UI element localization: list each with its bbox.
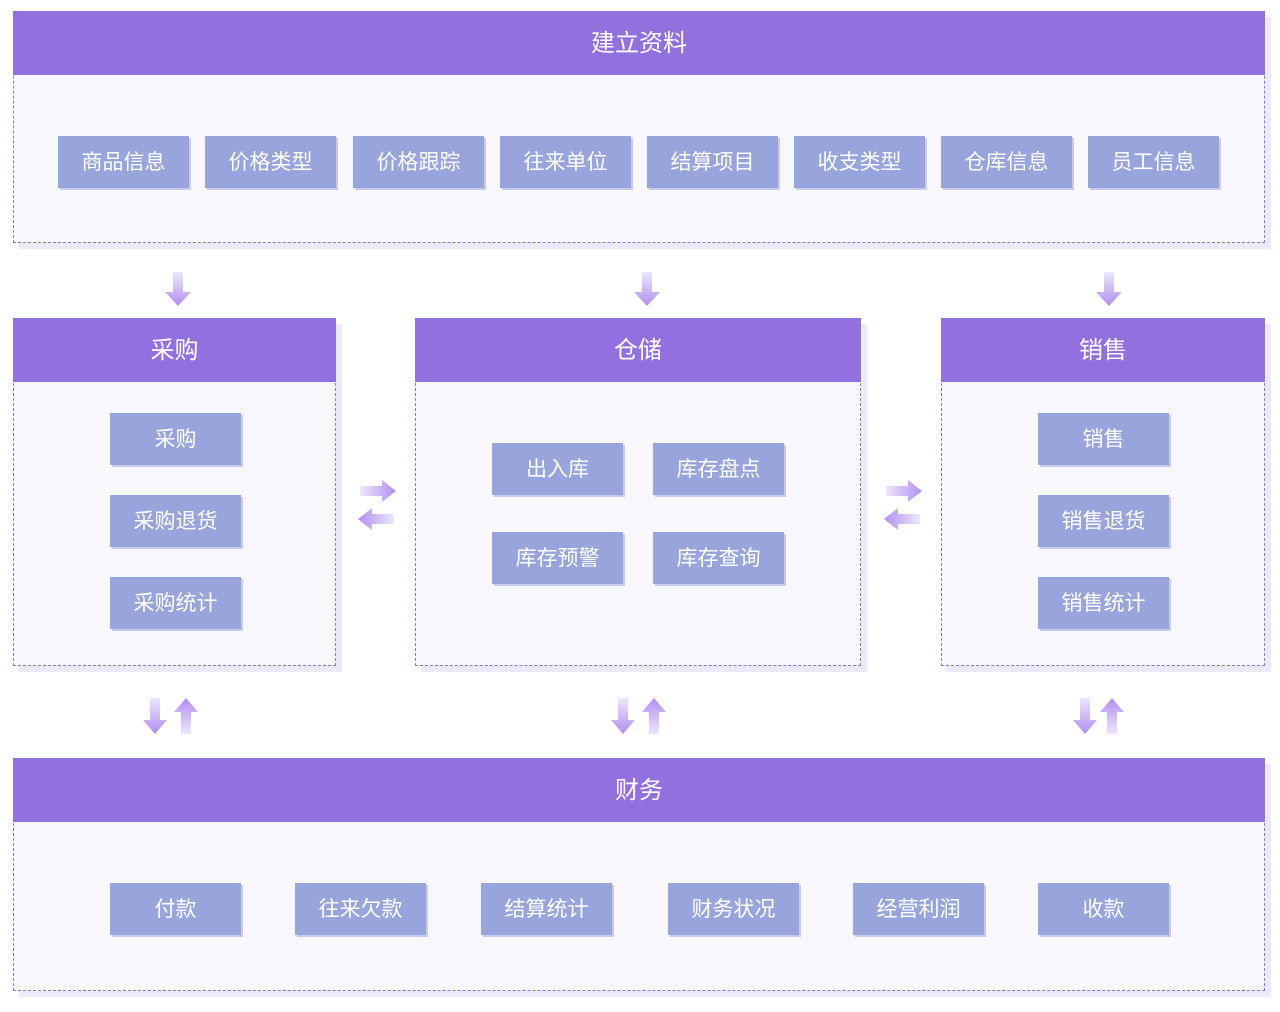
finance-panel: 财务 付款 往来欠款 结算统计 财务状况 经营利润 收款 — [13, 758, 1265, 991]
purchase-item-purchase-stats[interactable]: 采购统计 — [110, 577, 241, 629]
setup-panel: 建立资料 商品信息 价格类型 价格跟踪 往来单位 结算项目 收支类型 仓库信息 … — [13, 11, 1265, 243]
arrow-down-icon — [611, 698, 635, 734]
arrow-down-icon — [1096, 272, 1122, 306]
purchase-item-purchase[interactable]: 采购 — [110, 413, 241, 465]
arrow-down-icon — [143, 698, 167, 734]
sales-panel-title: 销售 — [941, 318, 1265, 382]
sales-item-sales-return[interactable]: 销售退货 — [1038, 495, 1169, 547]
arrow-down-icon — [165, 272, 191, 306]
arrow-up-icon — [642, 698, 666, 734]
setup-item-employee-info[interactable]: 员工信息 — [1088, 136, 1219, 188]
finance-item-receipt[interactable]: 收款 — [1038, 883, 1169, 935]
setup-item-contacts[interactable]: 往来单位 — [500, 136, 631, 188]
finance-item-operating-profit[interactable]: 经营利润 — [853, 883, 984, 935]
arrow-left-icon — [358, 508, 394, 530]
arrow-up-icon — [1100, 698, 1124, 734]
sales-item-sales[interactable]: 销售 — [1038, 413, 1169, 465]
arrow-right-icon — [360, 480, 396, 502]
arrow-up-icon — [174, 698, 198, 734]
storage-item-stocktaking[interactable]: 库存盘点 — [653, 443, 784, 495]
finance-item-payment[interactable]: 付款 — [110, 883, 241, 935]
arrow-right-icon — [886, 480, 922, 502]
setup-item-price-tracking[interactable]: 价格跟踪 — [353, 136, 484, 188]
purchase-item-purchase-return[interactable]: 采购退货 — [110, 495, 241, 547]
setup-item-income-expense-type[interactable]: 收支类型 — [794, 136, 925, 188]
finance-panel-title: 财务 — [13, 758, 1265, 822]
setup-item-settlement-item[interactable]: 结算项目 — [647, 136, 778, 188]
sales-item-sales-stats[interactable]: 销售统计 — [1038, 577, 1169, 629]
storage-panel: 仓储 出入库 库存盘点 库存预警 库存查询 — [415, 318, 861, 666]
setup-item-product-info[interactable]: 商品信息 — [58, 136, 189, 188]
storage-item-stock-alert[interactable]: 库存预警 — [492, 532, 623, 584]
setup-item-price-type[interactable]: 价格类型 — [205, 136, 336, 188]
storage-item-in-out[interactable]: 出入库 — [492, 443, 623, 495]
setup-item-warehouse-info[interactable]: 仓库信息 — [941, 136, 1072, 188]
storage-item-stock-query[interactable]: 库存查询 — [653, 532, 784, 584]
sales-panel: 销售 销售 销售退货 销售统计 — [941, 318, 1265, 666]
arrow-down-icon — [1073, 698, 1097, 734]
arrow-left-icon — [884, 508, 920, 530]
setup-panel-title: 建立资料 — [13, 11, 1265, 75]
storage-panel-title: 仓储 — [415, 318, 861, 382]
purchase-panel-title: 采购 — [13, 318, 336, 382]
finance-item-arrears[interactable]: 往来欠款 — [295, 883, 426, 935]
arrow-down-icon — [634, 272, 660, 306]
finance-item-financial-status[interactable]: 财务状况 — [668, 883, 799, 935]
finance-item-settlement-stats[interactable]: 结算统计 — [481, 883, 612, 935]
purchase-panel: 采购 采购 采购退货 采购统计 — [13, 318, 336, 666]
